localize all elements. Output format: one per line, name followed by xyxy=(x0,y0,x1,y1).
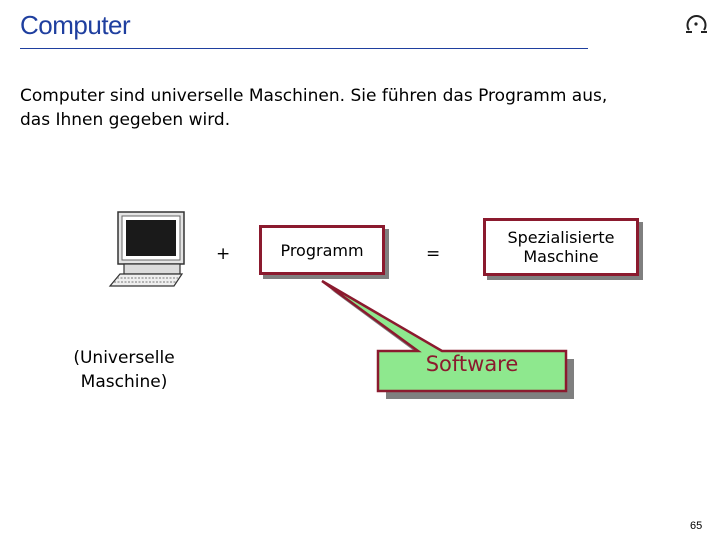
programm-label: Programm xyxy=(280,240,364,260)
slide-title: Computer xyxy=(20,10,131,40)
spezialisierte-label-line-2: Maschine xyxy=(523,247,599,266)
body-line-2: das Ihnen gegeben wird. xyxy=(20,110,231,130)
title-underline xyxy=(20,48,588,49)
plus-sign: + xyxy=(216,244,231,264)
body-line-1: Computer sind universelle Maschinen. Sie… xyxy=(20,86,608,106)
computer-caption: (Universelle Maschine) xyxy=(58,346,190,394)
programm-box: Programm xyxy=(259,225,385,275)
software-callout-label: Software xyxy=(425,352,519,376)
computer-icon xyxy=(108,211,185,287)
page-number: 65 xyxy=(690,520,703,532)
equals-sign: = xyxy=(426,244,441,264)
body-text: Computer sind universelle Maschinen. Sie… xyxy=(20,84,700,132)
computer-caption-line-2: Maschine) xyxy=(80,372,168,392)
spezialisierte-label-line-1: Spezialisierte xyxy=(507,228,615,247)
spezialisierte-maschine-box: Spezialisierte Maschine xyxy=(483,218,639,276)
computer-caption-line-1: (Universelle xyxy=(73,348,175,368)
logo-icon xyxy=(686,15,707,33)
